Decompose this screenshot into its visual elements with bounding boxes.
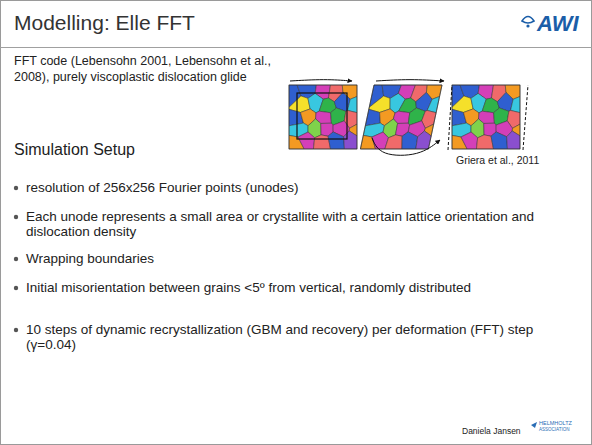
bullet-text: Initial misorientation between grains <5… [26,280,546,295]
grain-cell [298,132,315,149]
shear-arrow [376,80,444,81]
bullet-dot [14,286,18,290]
footer-author: Daniela Jansen [462,426,542,436]
grain-cell [507,131,520,149]
logo-text: ASSOCIATION [539,427,589,433]
figure-credit: Griera et al., 2011 [456,154,586,166]
shear-arrow [290,80,352,81]
grain-cell [461,132,478,149]
bullet-markers [14,186,18,332]
bullet-dot [14,257,18,261]
logo-text: HELMHOLTZ [539,420,589,427]
grain-cell [313,135,330,149]
awi-logo-mark [522,17,534,28]
bullet-text: Wrapping boundaries [26,251,546,266]
intro-text: FFT code (Lebensohn 2001, Lebensohn et a… [14,53,286,85]
helmholtz-logo-mark [531,422,537,428]
shear-arrow [523,85,528,150]
shear-arrow [372,138,440,155]
grain-cell [328,132,344,149]
grain-cell [476,135,493,149]
bullet-text: 10 steps of dynamic recrystallization (G… [26,322,546,352]
bullet-dot [14,215,18,219]
panel-frame [289,85,357,149]
bullet-text: Each unode represents a small area or cr… [26,209,546,239]
slide-title: Modelling: Elle FFT [14,11,195,35]
section-heading: Simulation Setup [14,140,314,159]
title-rule [0,47,592,48]
grain-cell [344,131,357,149]
bullet-text: resolution of 256x256 Fourier points (un… [26,180,546,195]
bullet-dot [14,186,18,190]
grain-cell [511,97,520,113]
grain-panel [452,85,520,149]
bullet-dot [14,328,18,332]
shear-arrow [448,85,452,150]
grain-panel [289,85,357,149]
grain-cell [348,97,357,113]
unit-cell-outline [297,93,347,139]
grain-cell [491,132,507,149]
panel-frame [452,85,520,149]
grain-microstructure-figure [289,80,528,156]
logo-text: AWI [537,12,587,36]
grain-cell [415,131,432,149]
